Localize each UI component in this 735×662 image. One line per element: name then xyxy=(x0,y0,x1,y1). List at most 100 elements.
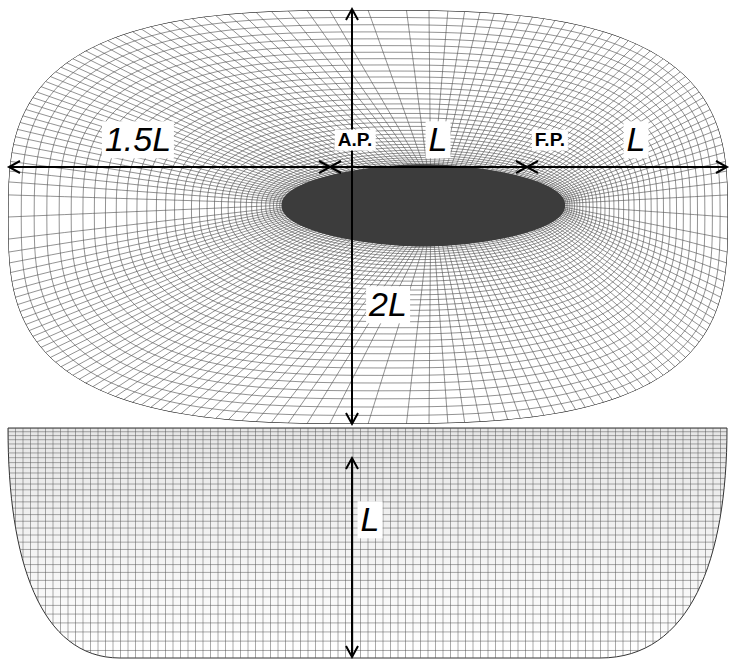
mesh-line xyxy=(0,467,735,468)
station-label: A.P. xyxy=(335,130,376,151)
arrow-head xyxy=(527,161,538,173)
mesh-line xyxy=(552,216,716,311)
mesh-line xyxy=(141,29,366,174)
dimension-label: 1.5L xyxy=(102,121,174,158)
mesh-line xyxy=(45,224,314,352)
mesh-line xyxy=(216,15,397,170)
top-mesh xyxy=(8,10,728,424)
mesh-line xyxy=(277,162,568,250)
mesh-line xyxy=(0,542,735,543)
mesh-line xyxy=(71,46,690,383)
mesh-line xyxy=(33,221,307,337)
mesh-line xyxy=(26,218,302,324)
mesh-line xyxy=(530,226,681,362)
mesh-line xyxy=(504,233,636,391)
dimension-label: L xyxy=(426,121,451,158)
mesh-line xyxy=(454,240,521,419)
hull-mesh xyxy=(282,164,565,246)
mesh-line xyxy=(183,109,623,311)
mesh-line xyxy=(242,13,405,170)
mesh-line xyxy=(50,225,317,357)
mesh-line xyxy=(59,39,697,391)
mesh-line xyxy=(0,452,735,453)
mesh-line xyxy=(261,153,577,260)
mesh-line xyxy=(0,448,735,449)
mesh-line xyxy=(160,24,375,172)
mesh-line xyxy=(282,165,564,246)
mesh-line xyxy=(560,208,728,253)
mesh-line xyxy=(8,428,9,660)
mesh-line xyxy=(61,67,324,183)
mesh-line xyxy=(0,457,735,458)
dimension-line xyxy=(9,166,727,168)
mesh-line xyxy=(10,210,291,273)
arrow-head xyxy=(346,458,358,469)
mesh-line xyxy=(73,229,331,375)
mesh-line xyxy=(406,10,427,169)
mesh-line xyxy=(151,237,371,408)
arrow-head xyxy=(716,161,727,173)
dimension-label: 2L xyxy=(366,286,410,323)
arrow-head xyxy=(330,161,341,173)
mesh-line xyxy=(9,208,291,253)
mesh-line xyxy=(160,237,375,409)
mesh-line xyxy=(544,221,704,337)
mesh-line xyxy=(271,11,412,169)
mesh-line xyxy=(450,14,508,170)
mesh-line xyxy=(516,230,657,379)
mesh-line xyxy=(280,163,566,247)
mesh-line xyxy=(558,211,725,281)
mesh-line xyxy=(504,44,636,178)
mesh-line xyxy=(0,588,735,589)
mesh-line xyxy=(0,631,735,632)
mesh-line xyxy=(0,478,735,479)
mesh-line xyxy=(492,235,612,400)
mesh-line xyxy=(124,235,358,400)
mesh-line xyxy=(15,214,295,298)
dimension-label: L xyxy=(624,121,649,158)
mesh-line xyxy=(228,134,597,281)
mesh-line xyxy=(548,109,710,191)
mesh-line xyxy=(0,641,735,642)
mesh-line xyxy=(0,484,735,485)
mesh-line xyxy=(79,230,334,379)
mesh-line xyxy=(8,10,728,424)
mesh-line xyxy=(228,14,400,170)
mesh-line xyxy=(496,37,620,176)
station-label: F.P. xyxy=(532,130,568,151)
mesh-line xyxy=(0,614,735,615)
mesh-line xyxy=(266,155,575,256)
mesh-line xyxy=(37,222,309,342)
mesh-line xyxy=(93,232,342,387)
mesh-line xyxy=(520,59,664,181)
mesh-line xyxy=(20,216,298,311)
mesh-line xyxy=(0,572,735,573)
arrow-head xyxy=(346,413,358,424)
mesh-line xyxy=(132,236,362,403)
mesh-line xyxy=(192,239,388,416)
mesh-line xyxy=(21,17,720,415)
mesh-line xyxy=(330,241,423,424)
mesh-line xyxy=(484,29,595,174)
mesh-line xyxy=(228,240,400,420)
mesh-line xyxy=(271,241,412,423)
mesh-line xyxy=(12,153,293,199)
mesh-line xyxy=(438,241,465,423)
mesh-line xyxy=(307,10,419,169)
mesh-line xyxy=(539,223,695,347)
mesh-line xyxy=(0,650,735,651)
mesh-line xyxy=(192,18,388,171)
mesh-line xyxy=(270,158,572,255)
arrow-head xyxy=(346,646,358,657)
mesh-line xyxy=(0,660,735,661)
mesh-line xyxy=(558,153,725,199)
mesh-line xyxy=(0,495,735,496)
mesh-line xyxy=(526,227,675,367)
mesh-line xyxy=(479,26,585,173)
mesh-line xyxy=(241,141,590,273)
mesh-line xyxy=(0,489,735,490)
mesh-line xyxy=(492,34,612,175)
mesh-line xyxy=(50,76,317,184)
mesh-line xyxy=(0,556,735,557)
